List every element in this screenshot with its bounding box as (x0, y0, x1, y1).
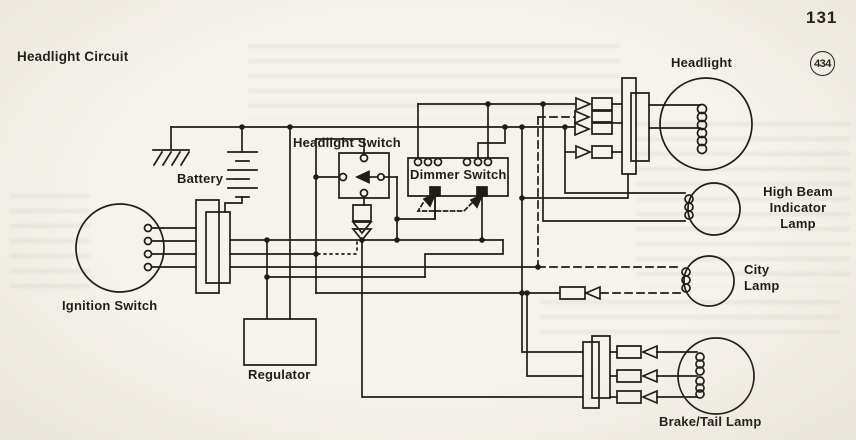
fuse-and-bullet-connector-symbol (353, 197, 371, 241)
label-regulator: Regulator (248, 367, 311, 382)
headlight-bulb-symbol (649, 78, 752, 170)
ground-symbol (153, 127, 189, 165)
label-headlight-switch: Headlight Switch (293, 135, 401, 150)
regulator-symbol (244, 319, 316, 365)
page-number: 131 (806, 8, 838, 27)
headlight-switch-symbol (316, 139, 397, 198)
high-beam-indicator-lamp-symbol (685, 183, 740, 235)
label-headlight: Headlight (671, 55, 733, 70)
city-lamp-connector-symbol (560, 287, 600, 299)
label-high-beam-indicator-lamp: High Beam Indicator Lamp (763, 184, 833, 231)
ignition-switch-symbol (76, 204, 196, 292)
headlight-connector-symbol (575, 78, 649, 174)
city-lamp-dashed-wires (538, 117, 681, 293)
brake-tail-lamp-connector-symbol (583, 336, 697, 408)
main-wires (230, 104, 685, 397)
ignition-connector-symbol (196, 200, 230, 293)
brake-tail-lamp-symbol (678, 338, 754, 414)
label-battery: Battery (177, 171, 224, 186)
junction-dots (239, 101, 568, 296)
label-city-lamp: City Lamp (744, 262, 780, 293)
city-lamp-symbol (682, 256, 734, 306)
label-dimmer-switch: Dimmer Switch (410, 167, 507, 182)
label-brake-tail-lamp: Brake/Tail Lamp (659, 414, 762, 429)
figure-number-badge: 434 (810, 51, 835, 76)
label-ignition-switch: Ignition Switch (62, 298, 158, 313)
dimmer-switch-symbol (408, 104, 576, 240)
battery-symbol (225, 127, 257, 212)
dotted-wire (318, 242, 357, 254)
page-title: Headlight Circuit (17, 49, 129, 64)
